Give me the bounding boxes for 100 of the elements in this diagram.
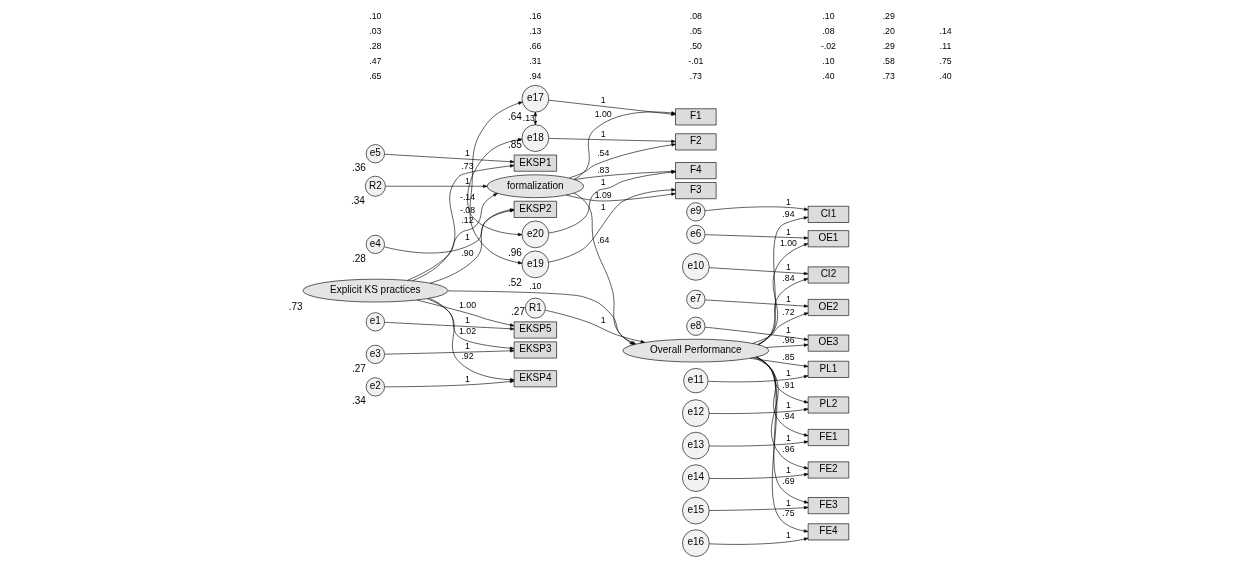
edge-label: 1.00 [594,109,612,119]
label: .03 [369,25,382,36]
edge-label: 1 [600,95,606,106]
edge-label: .69 [782,476,795,487]
label: .50 [689,40,702,51]
node-box: FE4 [807,523,850,541]
arrow [758,243,809,345]
node-circle: e18 [521,124,550,152]
label: .10 [369,10,382,21]
edge-label: 1 [600,202,606,213]
node-box: F3 [675,182,717,200]
label: .73 [882,70,895,81]
arrow [533,111,537,126]
node-circle: e11 [683,368,709,394]
label: .29 [882,10,895,21]
edge-label: .94 [782,209,795,219]
label: .40 [822,70,835,81]
edge-label: 1 [465,373,470,384]
node-box: CI1 [807,205,850,223]
node-label: .64 [507,111,522,123]
edge-label: .90 [461,247,474,258]
arrow [758,216,809,346]
edge-label: 1 [786,196,791,207]
edge-label: 1 [600,176,606,187]
arrow [708,408,809,414]
node-box: EKSP3 [513,341,557,359]
node-circle: e4 [365,234,385,254]
node-circle: e3 [365,344,385,364]
edge-label: .92 [461,351,474,362]
node-label: .36 [351,162,366,174]
edge-label: 1.09 [594,190,612,201]
label: .10 [822,10,835,21]
edge-label: .13 [522,112,535,123]
arrow [384,153,515,164]
arrow [752,312,809,344]
node-box: OE2 [807,299,850,316]
label: .13 [529,25,542,36]
label: .73 [689,70,702,81]
node-circle: e1 [365,312,385,332]
arrow [467,138,523,237]
arrow [753,357,809,404]
node-circle: R2 [365,175,386,197]
arrow [429,298,515,382]
node-box: CI2 [807,266,850,284]
label: -.01 [688,55,704,66]
edge-label: .94 [782,411,795,422]
edge-label: 1 [786,400,791,411]
label: .47 [369,55,382,66]
node-box: EKSP4 [513,370,557,388]
arrow [756,356,809,470]
arrow [384,379,515,388]
arrow [708,440,809,447]
label: .05 [689,25,702,36]
node-circle: e17 [521,85,550,113]
node-label: .52 [507,276,522,288]
arrow [548,138,676,143]
edge-label: 1.02 [459,326,477,337]
edge-label: 1 [786,294,791,304]
node-box: FE1 [807,429,850,446]
edge-label: 1 [786,325,791,336]
edge-label: 1 [465,231,470,242]
node-box: EKSP2 [513,200,557,218]
label: .16 [529,10,542,21]
node-label: .73 [288,301,303,313]
edge-label: .12 [461,215,474,226]
node-circle: e7 [686,289,706,309]
edge-label: 1.00 [459,300,477,311]
node-box: EKSP5 [513,321,557,339]
edge-label: 1 [786,261,791,272]
edge-label: 1 [786,226,791,237]
arrow [384,322,515,331]
label: .65 [369,70,382,81]
arrow [708,506,809,511]
arrow [704,206,809,212]
edge-label: .83 [597,164,610,175]
node-circle: e8 [686,316,706,336]
label: .75 [939,55,952,66]
node-circle: e14 [682,464,710,492]
edge-label: .64 [597,234,610,245]
node-circle: e16 [682,529,710,557]
node-circle: e20 [521,220,550,249]
edge-label: .10 [529,280,542,291]
arrow [756,356,809,504]
node-circle: e13 [682,431,710,460]
edge-label: .72 [782,306,795,317]
node-circle: e9 [686,202,706,222]
label: .31 [529,55,542,66]
label: .66 [529,40,542,51]
edge-label: 1 [786,497,791,508]
arrow [708,537,809,545]
node-label: .34 [351,195,365,207]
arrow [704,234,809,240]
node-box: FE3 [807,497,850,515]
node-label: .28 [351,252,366,264]
edge-label: .96 [782,443,795,454]
edge-label: 1 [465,315,470,326]
edge-label: 1 [786,530,791,541]
node-box: F1 [675,108,717,126]
edge-label: 1 [600,314,606,325]
node-box: F2 [675,133,717,151]
